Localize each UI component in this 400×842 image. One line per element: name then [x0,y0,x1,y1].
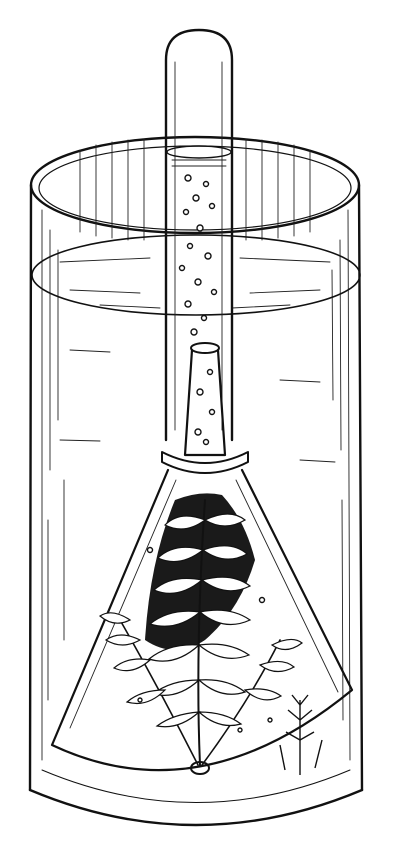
aquatic-plant [100,493,302,774]
beaker-right-shading [332,210,350,760]
water-surface [32,235,360,462]
beaker [30,137,362,825]
beaker-bottom [30,790,362,825]
test-tube-gas-level [167,146,231,158]
beaker-left-shading [42,210,64,760]
beaker-bottom-inner [42,770,350,803]
beaker-back-hatching [80,139,310,240]
plant-stem-right [202,640,280,765]
funnel-stem-top [191,343,219,353]
beaker-left-wall [30,185,31,790]
